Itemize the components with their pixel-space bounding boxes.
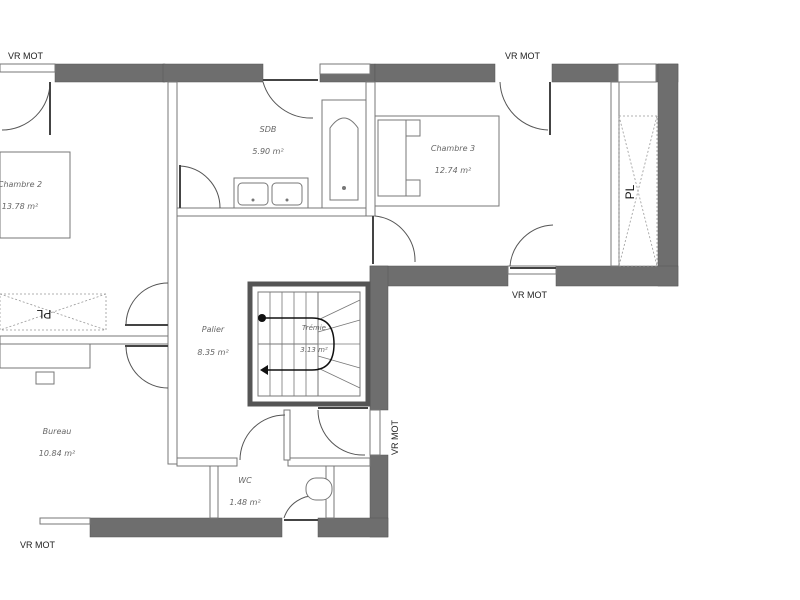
stair-arrow [262, 317, 335, 371]
wall-wc-top-a [176, 457, 238, 467]
wall-top-ch3 [374, 63, 496, 83]
wall-int-left [167, 81, 178, 465]
label-vr-mid-right: VR MOT [512, 290, 548, 300]
room-area-sdb: 5.90 m² [252, 147, 284, 156]
chair [35, 371, 55, 385]
wall-bottom-right [317, 517, 389, 538]
annotations: VR MOT VR MOT VR MOT VR MOT VR MOT PL PL [8, 51, 637, 550]
room-labels: Chambre 2 13.78 m² SDB 5.90 m² Chambre 3… [0, 125, 475, 507]
door-sdb-top [262, 81, 314, 119]
label-vr-top-right: VR MOT [505, 51, 541, 61]
wall-ch3-bottom-a [369, 265, 509, 287]
wall-top-mid [162, 63, 264, 83]
toilet [305, 477, 333, 501]
window-ch2 [0, 63, 56, 73]
label-pl-right: PL [623, 184, 637, 199]
wall-wc-top-b [287, 457, 371, 467]
wall-right [657, 63, 679, 287]
wall-top-left [54, 63, 166, 83]
fixtures [0, 99, 658, 501]
door-window-vertical [317, 409, 366, 456]
wall-sdb-right [365, 81, 376, 217]
wall-wc-left [209, 465, 219, 519]
door-ch2-palier [125, 282, 169, 326]
room-area-wc: 1.48 m² [229, 498, 261, 507]
window-sdb [319, 63, 371, 75]
room-area-chambre3: 12.74 m² [435, 166, 472, 175]
door-ch2-ext [1, 81, 51, 131]
wall-top-right [551, 63, 619, 83]
room-area-tremie: 3.13 m² [300, 346, 328, 354]
room-area-chambre2: 13.78 m² [2, 202, 39, 211]
door-ch3-top [499, 81, 549, 131]
room-name-palier: Palier [202, 325, 225, 334]
window-closet [617, 63, 657, 83]
closet-left [0, 293, 107, 331]
wall-ch3-bottom-b [555, 265, 679, 287]
room-name-sdb: SDB [260, 125, 277, 134]
wall-sdb-bottom [176, 207, 371, 217]
room-area-palier: 8.35 m² [197, 348, 229, 357]
door-ch3-palier [374, 215, 416, 263]
label-vr-top-left: VR MOT [8, 51, 44, 61]
room-name-chambre3: Chambre 3 [431, 144, 475, 153]
door-sdb-palier [179, 165, 221, 209]
bed-chambre2 [0, 151, 71, 239]
windows [0, 63, 657, 525]
label-vr-bottom-left: VR MOT [20, 540, 56, 550]
label-vr-vertical: VR MOT [390, 419, 400, 455]
room-name-bureau: Bureau [43, 427, 72, 436]
desk [0, 343, 91, 369]
closet-right [618, 115, 658, 267]
room-name-chambre2: Chambre 2 [0, 180, 42, 189]
wall-bureau-top [0, 335, 169, 345]
room-name-wc: WC [238, 476, 252, 485]
staircase [247, 281, 371, 407]
room-name-tremie: Trémie [302, 324, 326, 332]
window-ch3-bottom [507, 265, 557, 275]
doors [1, 79, 556, 521]
window-vertical [369, 409, 381, 456]
door-ch3-bottom [509, 224, 554, 267]
door-wc [239, 414, 286, 461]
wall-bottom-left [89, 517, 283, 538]
wall-closet [610, 81, 620, 267]
label-pl-left: PL [36, 307, 51, 321]
window-bureau [39, 517, 91, 525]
room-area-bureau: 10.84 m² [39, 449, 76, 458]
door-bureau [125, 345, 169, 389]
wall-door-jamb [283, 409, 291, 461]
exterior-walls [54, 63, 679, 538]
wall-right-lower-a [369, 265, 389, 411]
